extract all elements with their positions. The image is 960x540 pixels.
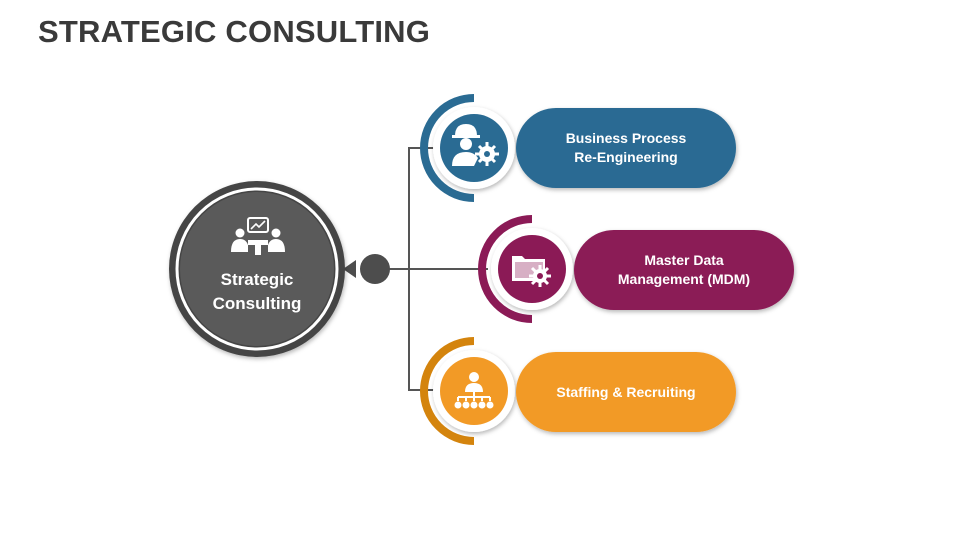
engineer-gear-icon xyxy=(452,124,499,166)
item-label-master-data: Master Data Management (MDM) xyxy=(584,251,784,289)
page-title: STRATEGIC CONSULTING xyxy=(38,14,431,49)
item-label-line1: Business Process xyxy=(565,130,687,146)
folder-gear-icon xyxy=(512,256,551,287)
meeting-icon xyxy=(231,217,285,255)
item-staffing xyxy=(420,337,736,445)
connector-pointer xyxy=(343,260,356,278)
hub-label-line1: Strategic xyxy=(220,270,294,289)
item-label-line2: Management (MDM) xyxy=(617,271,751,287)
hub-node xyxy=(169,181,345,357)
org-chart-icon xyxy=(454,372,494,409)
item-label-business-process: Business Process Re-Engineering xyxy=(526,129,726,167)
item-label-line2: Re-Engineering xyxy=(574,149,678,165)
hub-label: Strategic Consulting xyxy=(182,268,332,316)
item-label-line1: Master Data xyxy=(644,252,724,268)
item-label-line1: Staffing & Recruiting xyxy=(556,384,696,400)
item-business-process xyxy=(420,94,736,202)
connector-knob xyxy=(360,254,390,284)
item-label-staffing: Staffing & Recruiting xyxy=(526,383,726,402)
item-master-data xyxy=(478,215,794,323)
hub-label-line2: Consulting xyxy=(212,294,302,313)
